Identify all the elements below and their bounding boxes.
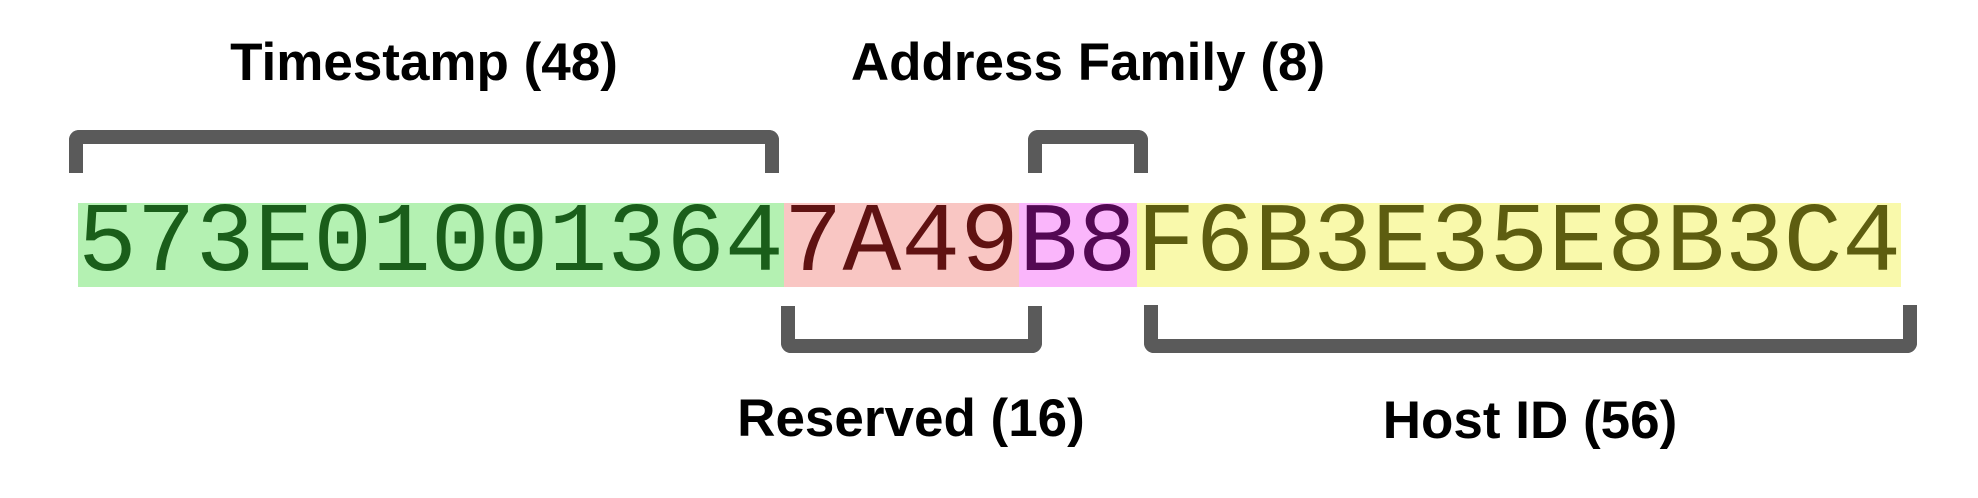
hex-segment-timestamp: 573E01001364 xyxy=(78,189,784,300)
reserved-bracket xyxy=(781,306,1042,353)
field-label-timestamp: Timestamp (48) xyxy=(230,33,618,92)
field-label-address-family: Address Family (8) xyxy=(850,33,1326,92)
hex-segment-reserved: 7A49 xyxy=(783,189,1019,300)
address-family-bracket xyxy=(1028,130,1148,173)
host-id-bracket xyxy=(1144,305,1917,353)
field-label-host-id: Host ID (56) xyxy=(1382,391,1678,450)
timestamp-bracket xyxy=(69,130,779,173)
hex-segment-host-id: F6B3E35E8B3C4 xyxy=(1136,189,1902,300)
hex-segment-address-family: B8 xyxy=(1018,189,1137,300)
hex-string-row: 573E01001364 7A49 B8 F6B3E35E8B3C4 xyxy=(78,189,1902,300)
field-label-reserved: Reserved (16) xyxy=(737,389,1085,448)
